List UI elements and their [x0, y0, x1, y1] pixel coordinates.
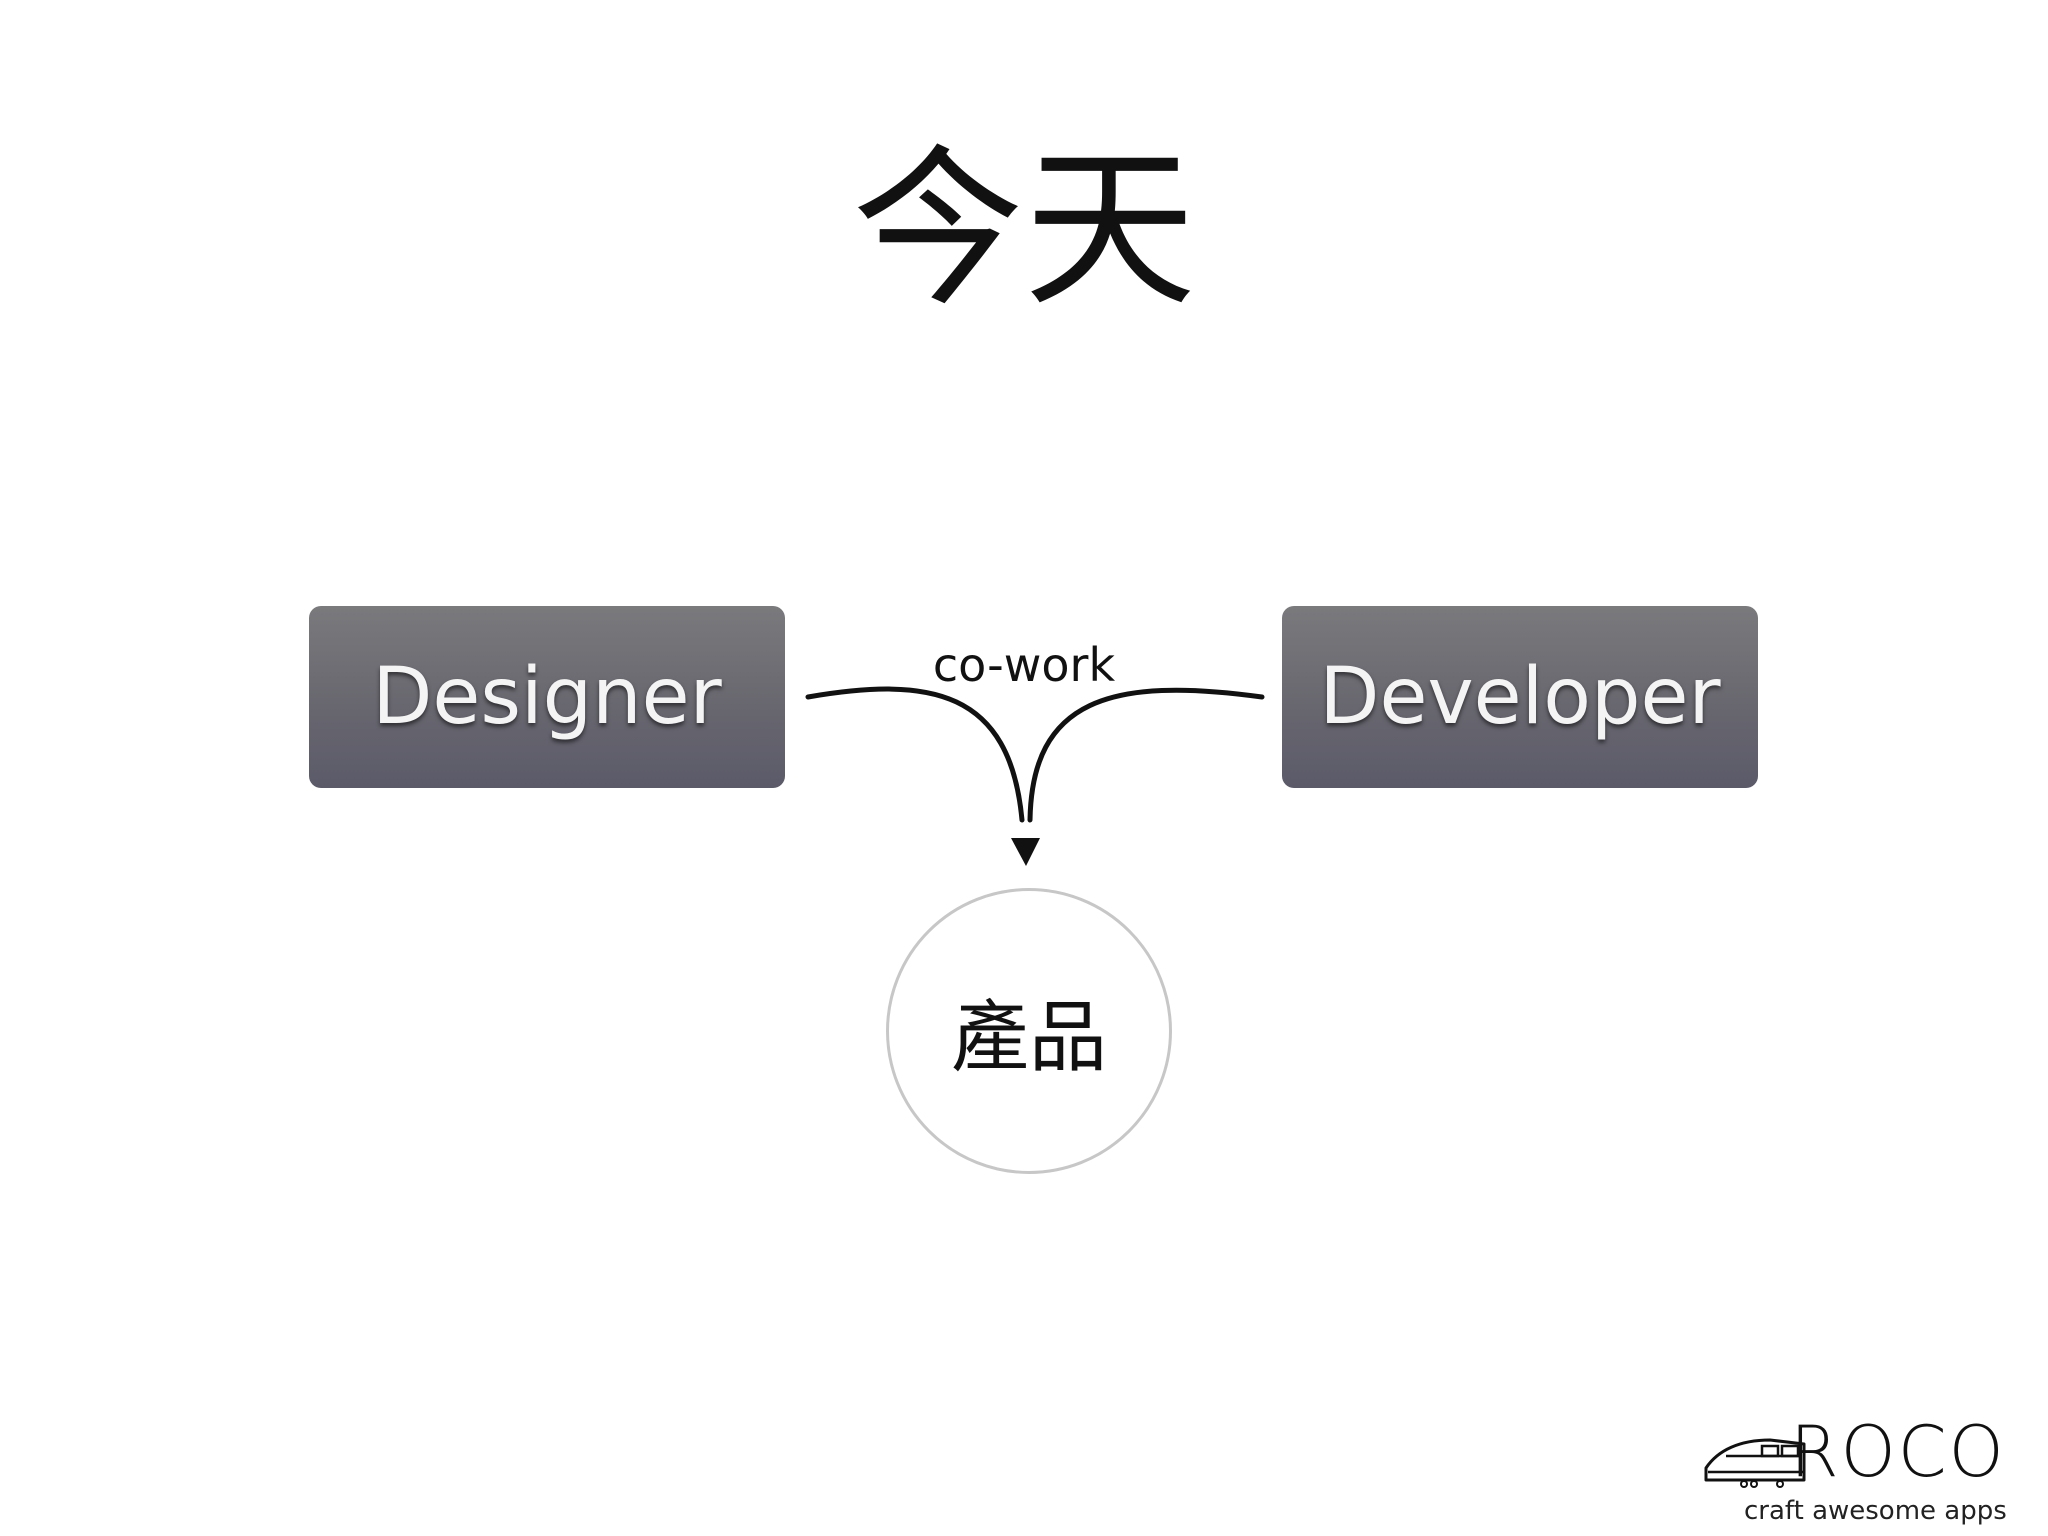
- roco-logo: ROCO craft awesome apps: [1700, 1412, 2007, 1530]
- logo-tagline: craft awesome apps: [1744, 1496, 2007, 1526]
- logo-wordmark: ROCO: [1790, 1411, 2006, 1493]
- developer-label: Developer: [1319, 652, 1721, 742]
- arrow-from-designer: [805, 686, 1025, 823]
- cowork-label: co-work: [932, 638, 1116, 692]
- product-label: 產品: [950, 993, 1107, 1083]
- slide-title: 今天: [852, 129, 1196, 330]
- arrow-from-developer: [1027, 687, 1265, 823]
- train-icon: [1704, 1438, 1806, 1488]
- developer-box: Developer: [1282, 606, 1758, 788]
- product-circle: 產品: [886, 888, 1172, 1174]
- arrowhead-icon: [1011, 838, 1040, 866]
- designer-box: Designer: [309, 606, 785, 788]
- designer-label: Designer: [372, 652, 722, 742]
